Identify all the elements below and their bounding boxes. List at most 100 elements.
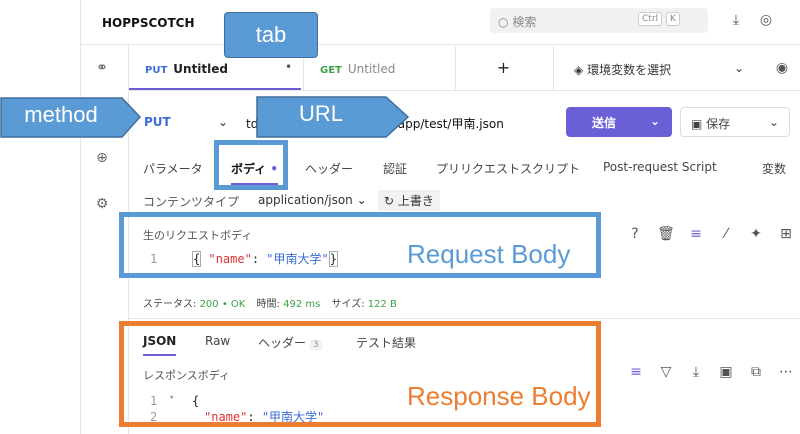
request-body-title: 生のリクエストボディ: [143, 229, 253, 242]
line-number: 2: [150, 410, 158, 424]
tab-pre-request-script[interactable]: プリリクエストスクリプト: [436, 162, 581, 176]
tab-method: GET: [320, 65, 342, 76]
kbd-k: K: [666, 12, 680, 26]
annotation-request-body: Request Body: [407, 239, 571, 269]
brace-open: {: [192, 251, 202, 267]
method-select[interactable]: PUT ⌄: [132, 107, 240, 137]
content-type-select[interactable]: application/json ⌄: [258, 193, 367, 207]
annotation-response-body-frame: [119, 321, 601, 427]
search-placeholder: 検索: [512, 15, 537, 29]
status-label: ステータス:: [143, 299, 197, 310]
content-type-label: コンテンツタイプ: [143, 195, 240, 209]
overwrite-button[interactable]: ↻ 上書き: [378, 190, 440, 211]
annotation-url-arrow: [256, 96, 410, 138]
search-icon: ○: [498, 15, 509, 29]
tab-title: Untitled: [173, 62, 228, 76]
size-label: サイズ:: [331, 299, 365, 310]
annotation-request-body-frame: [119, 212, 601, 278]
line-number: 1: [150, 252, 158, 266]
download-icon[interactable]: ⤓: [732, 12, 740, 28]
trash-icon[interactable]: 🗑︎: [657, 226, 675, 242]
tab-method: PUT: [145, 65, 168, 76]
add-tab-button[interactable]: +: [455, 46, 551, 90]
tabs-divider: [128, 90, 800, 91]
support-icon[interactable]: ◎: [759, 12, 773, 28]
status-divider: [128, 318, 800, 319]
annotation-body-tab-frame: [214, 140, 288, 190]
sparkle-icon[interactable]: ✦: [750, 226, 762, 242]
line-number: 1: [150, 394, 158, 408]
annotation-url: URL: [298, 101, 343, 126]
tab-headers[interactable]: ヘッダー: [305, 162, 354, 176]
fold-chevron-icon[interactable]: ▾: [169, 393, 175, 403]
layers-icon: ◈: [574, 63, 584, 77]
download-icon[interactable]: ⤓: [692, 364, 700, 380]
tab-raw[interactable]: Raw: [205, 334, 231, 348]
filter-icon[interactable]: ▽: [660, 364, 672, 380]
save-icon[interactable]: ▣: [719, 364, 733, 380]
send-label: 送信: [592, 116, 617, 130]
sidebar-divider: [128, 44, 129, 434]
tab-parameters[interactable]: パラメータ: [143, 162, 203, 176]
wrap-lines-icon[interactable]: ≡: [630, 364, 642, 380]
size-value: 122 B: [367, 299, 397, 310]
json-colon: :: [251, 252, 267, 266]
status-value: 200 • OK: [199, 299, 246, 310]
tab-put-untitled[interactable]: PUT Untitled •: [129, 46, 301, 90]
file-import-icon[interactable]: ⊞: [780, 226, 792, 242]
response-status-line: ステータス: 200 • OK 時間: 492 ms サイズ: 122 B: [143, 295, 397, 310]
more-icon[interactable]: ⋯: [779, 364, 793, 380]
headers-count-badge: 3: [309, 340, 322, 350]
settings-icon[interactable]: ⚙: [95, 196, 109, 212]
tab-auth[interactable]: 認証: [383, 162, 408, 176]
response-line-numbers: 1 2: [150, 393, 157, 425]
tab-json[interactable]: JSON: [143, 334, 177, 356]
tab-get-untitled[interactable]: GET Untitled: [303, 46, 453, 90]
tab-body-label: ボディ: [231, 162, 267, 176]
active-dot-icon: •: [270, 162, 279, 176]
chevron-down-icon: ⌄: [768, 115, 779, 129]
kbd-ctrl: Ctrl: [638, 12, 663, 26]
json-value: "甲南大学": [261, 410, 325, 424]
save-icon: ▣: [691, 117, 703, 131]
brace-close: }: [328, 251, 338, 267]
tab-variables[interactable]: 変数: [762, 162, 787, 176]
overwrite-label: 上書き: [397, 194, 434, 208]
tab-test-results[interactable]: テスト結果: [356, 336, 417, 350]
time-label: 時間:: [256, 299, 280, 310]
tab-response-headers[interactable]: ヘッダー 3: [258, 334, 322, 351]
search-input[interactable]: ○ 検索 Ctrl K: [490, 8, 708, 33]
save-label: 保存: [706, 117, 731, 131]
save-button[interactable]: ▣ 保存 ⌄: [680, 107, 790, 137]
content-type-value: application/json: [258, 193, 353, 207]
response-body-viewer: { "name": "甲南大学": [192, 393, 324, 425]
annotation-method-arrow: [0, 97, 142, 138]
json-value: "甲南大学": [266, 252, 329, 266]
magic-wand-icon[interactable]: ⁄: [724, 226, 728, 242]
tab-body[interactable]: ボディ •: [231, 160, 279, 185]
tab-title: Untitled: [347, 62, 396, 76]
chevron-down-icon: ⌄: [733, 61, 744, 75]
annotation-response-body: Response Body: [407, 381, 591, 411]
environment-label: 環境変数を選択: [587, 63, 672, 77]
eye-icon[interactable]: ◉: [775, 60, 789, 76]
copy-icon[interactable]: ⧉: [751, 364, 761, 380]
chevron-down-icon: ⌄: [218, 115, 229, 129]
environment-selector[interactable]: ◈ 環境変数を選択 ⌄: [553, 46, 758, 90]
json-key: "name": [204, 410, 248, 424]
app-window: [80, 0, 800, 434]
help-icon[interactable]: ?: [631, 226, 639, 242]
unsaved-dot-icon: •: [285, 60, 293, 74]
request-body-editor[interactable]: { "name": "甲南大学"}: [192, 250, 338, 267]
chevron-down-icon: ⌄: [650, 114, 661, 128]
tab-post-request-script[interactable]: Post-request Script: [603, 160, 717, 174]
app-logo: HOPPSCOTCH: [102, 16, 195, 30]
globe-icon[interactable]: ⊕: [96, 150, 108, 166]
send-button[interactable]: 送信 ⌄: [566, 107, 672, 137]
tab-response-headers-label: ヘッダー: [258, 336, 307, 350]
link-icon[interactable]: ⚭: [96, 60, 108, 76]
refresh-icon: ↻: [384, 194, 395, 208]
response-body-title: レスポンスボディ: [143, 369, 231, 382]
wrap-lines-icon[interactable]: ≡: [690, 226, 702, 242]
header-divider: [80, 44, 800, 45]
